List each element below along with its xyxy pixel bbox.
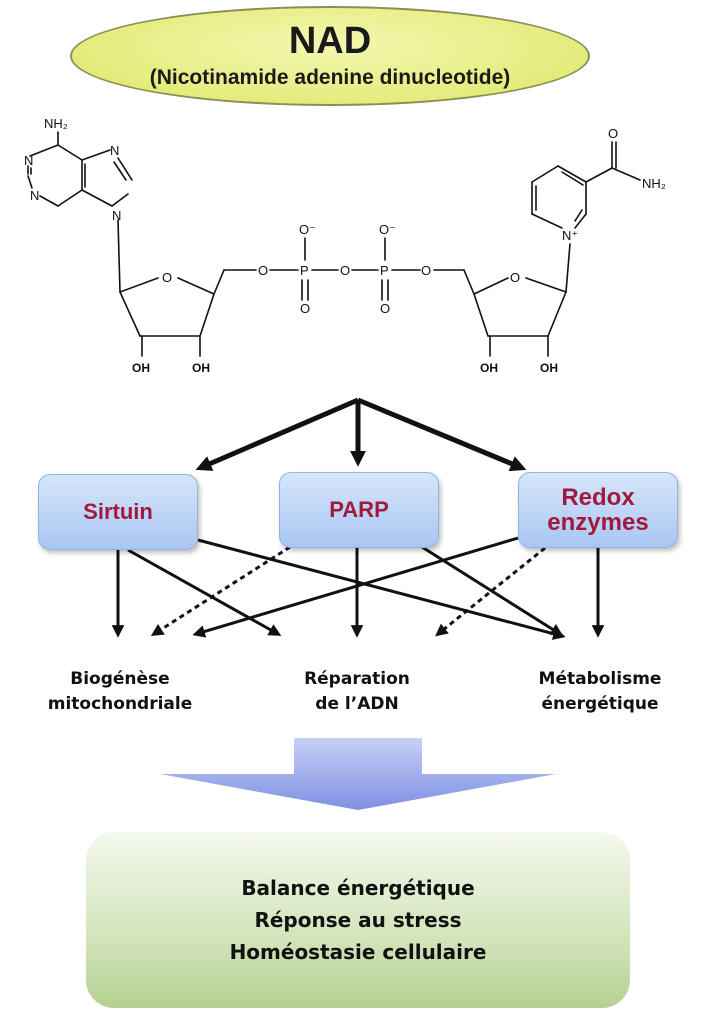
page-subtitle: (Nicotinamide adenine dinucleotide) bbox=[149, 66, 511, 89]
adenine-amine-label: NH₂ bbox=[44, 116, 68, 131]
result-line3: Homéostasie cellulaire bbox=[229, 940, 487, 964]
outcome-metabolisme: Métabolisme énergétique bbox=[500, 667, 700, 716]
outcome-reparation-line2: de l’ADN bbox=[315, 693, 399, 714]
phosphorus-label: P bbox=[380, 263, 389, 278]
oxygen-label: O bbox=[300, 301, 310, 316]
phosphate-oxygen-label: O⁻ bbox=[379, 222, 396, 237]
outcome-metabolisme-line1: Métabolisme bbox=[538, 669, 662, 689]
oxygen-label: O bbox=[340, 263, 350, 278]
carbonyl-oxygen-label: O bbox=[608, 126, 618, 141]
parp-box: PARP bbox=[279, 472, 439, 548]
oxygen-label: O bbox=[510, 270, 520, 285]
hydroxyl-label: OH bbox=[192, 361, 210, 375]
oxygen-label: O bbox=[421, 263, 431, 278]
outcome-biogenese-line1: Biogénèse bbox=[70, 669, 170, 689]
nitrogen-label: N bbox=[30, 188, 39, 203]
nitrogen-label: N bbox=[112, 208, 121, 223]
result-line1: Balance énergétique bbox=[241, 876, 475, 900]
outcome-biogenese-line2: mitochondriale bbox=[47, 693, 193, 714]
phosphorus-label: P bbox=[300, 263, 309, 278]
result-line2: Réponse au stress bbox=[254, 908, 462, 932]
pyridinium-nitrogen-label: N⁺ bbox=[562, 228, 578, 243]
page-title: NAD bbox=[288, 20, 372, 62]
down-arrow-icon bbox=[160, 738, 556, 810]
nad-structure-diagram: NH₂ N N N N O OH OH O P O P O O⁻ O⁻ O O … bbox=[24, 116, 666, 375]
redox-label-line2: enzymes bbox=[547, 509, 649, 536]
outcome-reparation: Réparation de l’ADN bbox=[262, 667, 452, 716]
oxygen-label: O bbox=[162, 270, 172, 285]
hydroxyl-label: OH bbox=[132, 361, 150, 375]
outcome-metabolisme-line2: énergétique bbox=[541, 693, 659, 714]
sirtuin-box: Sirtuin bbox=[38, 474, 198, 550]
redox-enzymes-box: Redox enzymes bbox=[518, 472, 678, 548]
title-ellipse: NAD (Nicotinamide adenine dinucleotide) bbox=[70, 6, 590, 106]
parp-label: PARP bbox=[329, 497, 389, 523]
phosphate-oxygen-label: O⁻ bbox=[299, 222, 316, 237]
redox-label-line1: Redox bbox=[561, 483, 635, 511]
oxygen-label: O bbox=[258, 263, 268, 278]
sirtuin-label: Sirtuin bbox=[83, 499, 153, 525]
nitrogen-label: N bbox=[110, 143, 119, 158]
nicotinamide-amine-label: NH₂ bbox=[642, 176, 666, 191]
hydroxyl-label: OH bbox=[540, 361, 558, 375]
outcome-reparation-line1: Réparation bbox=[304, 669, 410, 689]
hydroxyl-label: OH bbox=[480, 361, 498, 375]
result-box: Balance énergétique Réponse au stress Ho… bbox=[86, 832, 630, 1008]
outcome-biogenese: Biogénèse mitochondriale bbox=[20, 667, 220, 716]
oxygen-label: O bbox=[380, 301, 390, 316]
nitrogen-label: N bbox=[24, 153, 33, 168]
